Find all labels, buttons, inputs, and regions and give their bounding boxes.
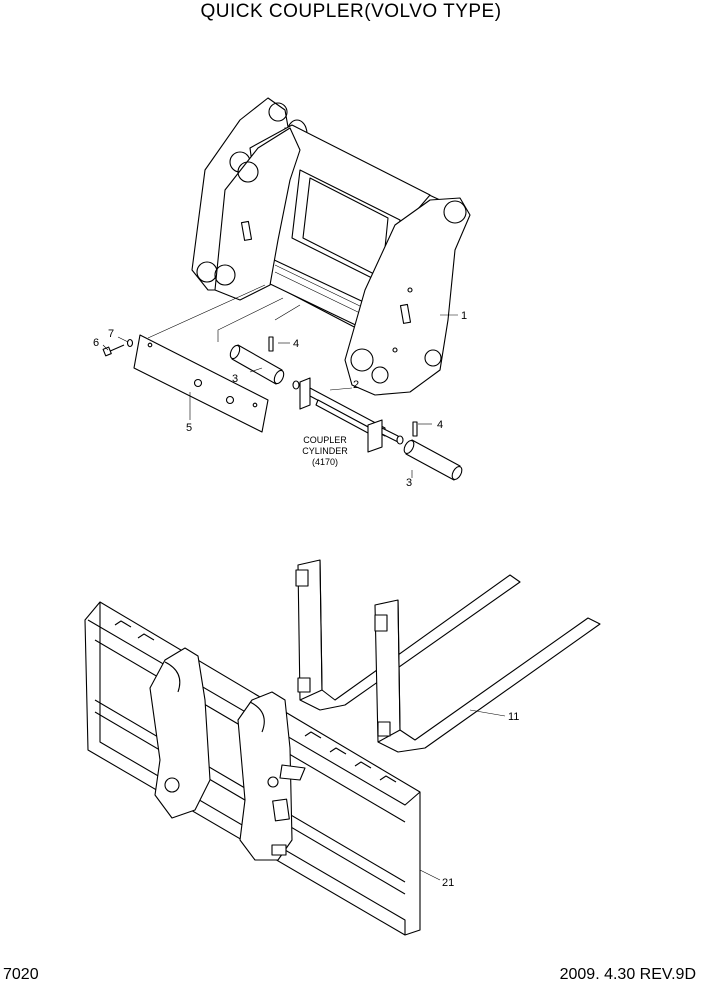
coupler-note-line3: (4170): [312, 457, 338, 467]
page-code: 7020: [3, 966, 39, 983]
pin-right: [403, 439, 463, 481]
page-title: QUICK COUPLER(VOLVO TYPE): [200, 1, 502, 22]
callout-3a: 3: [232, 373, 238, 385]
coupler-cylinder: [292, 377, 404, 453]
spring-pin-right: [412, 421, 418, 437]
bolt-and-washer: [102, 338, 134, 357]
callout-21: 21: [442, 877, 454, 889]
callout-5: 5: [186, 422, 192, 434]
callout-6: 6: [93, 337, 99, 349]
spring-pin-left: [268, 336, 274, 352]
callout-4b: 4: [437, 419, 443, 431]
revision-date: 2009. 4.30 REV.9D: [559, 966, 696, 983]
callout-1: 1: [461, 310, 467, 322]
callout-7: 7: [108, 328, 114, 340]
pin-left: [229, 344, 285, 385]
coupler-note-line1: COUPLER: [303, 435, 347, 445]
callout-2: 2: [353, 379, 359, 391]
coupler-frame: [147, 97, 471, 396]
pallet-forks: [295, 559, 601, 753]
callout-3b: 3: [406, 477, 412, 489]
callout-11: 11: [508, 711, 519, 723]
fork-carriage: [84, 601, 421, 936]
coupler-note-line2: CYLINDER: [302, 446, 348, 456]
callout-4a: 4: [293, 338, 299, 350]
cover-plate: [133, 334, 269, 433]
